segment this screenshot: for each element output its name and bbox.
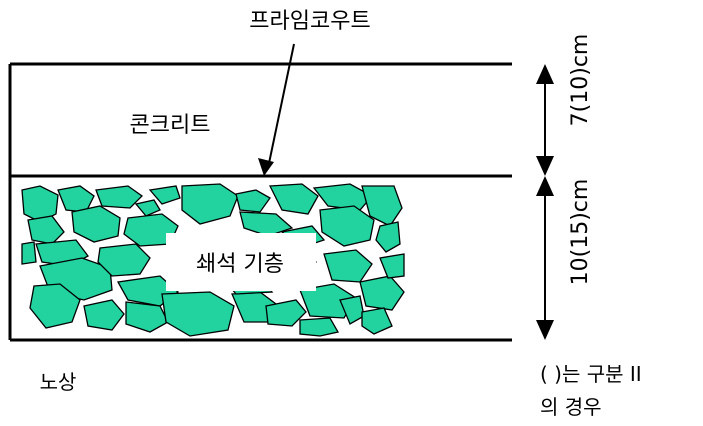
layer-boundaries <box>8 62 512 342</box>
gravel-base-label: 쇄석 기층 <box>196 252 284 277</box>
prime-coat-label: 프라임코우트 <box>249 9 370 34</box>
note-line-1: ( )는 구분 II <box>540 362 642 386</box>
gravel-stones <box>21 183 405 337</box>
note-line-2: 의 경우 <box>540 395 602 419</box>
subgrade-label: 노상 <box>40 370 77 394</box>
concrete-label: 콘크리트 <box>130 113 211 138</box>
gravel-label-box <box>166 233 316 291</box>
dimension-bottom-label: 10(15)cm <box>568 179 593 286</box>
dimension-top-label: 7(10)cm <box>568 34 593 127</box>
dimension-arrows <box>536 64 554 340</box>
prime-coat-arrow <box>258 43 295 176</box>
